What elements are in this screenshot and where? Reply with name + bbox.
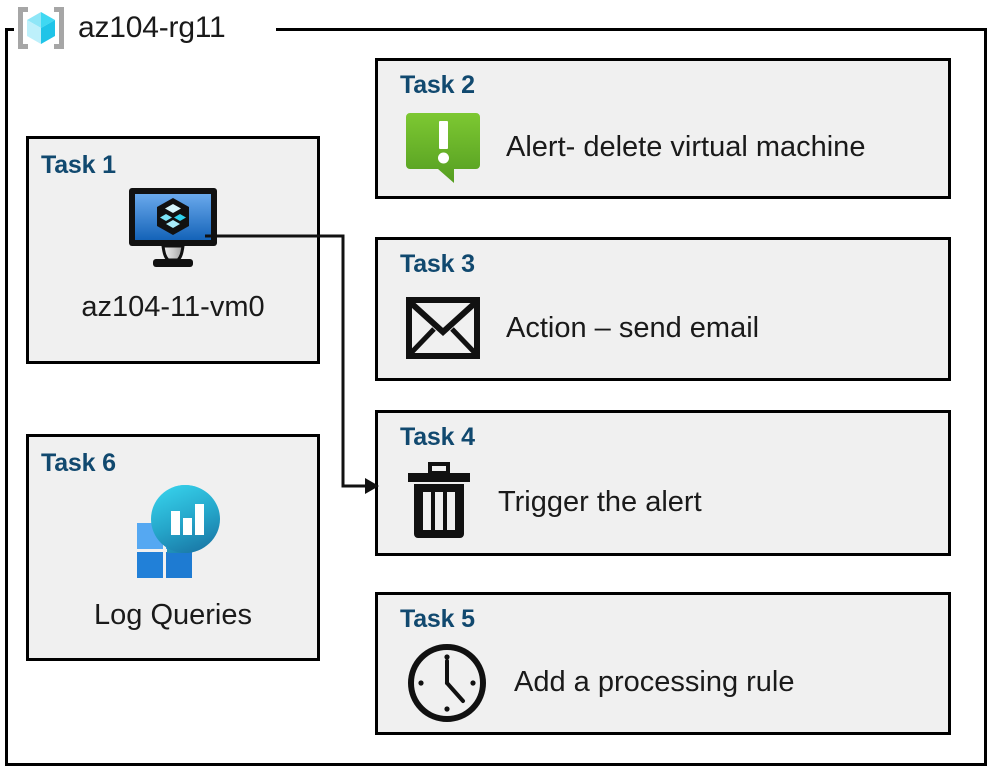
task6-card[interactable]: Task 6 <box>26 434 320 661</box>
task1-label: az104-11-vm0 <box>81 291 265 323</box>
task4-body: Trigger the alert <box>406 457 938 547</box>
resource-group-frame <box>5 28 987 766</box>
task3-card[interactable]: Task 3 Action – send email <box>375 237 951 381</box>
task1-title: Task 1 <box>41 151 116 179</box>
task3-body: Action – send email <box>406 284 938 372</box>
resource-group-header: az104-rg11 <box>10 2 226 54</box>
task2-card[interactable]: Task 2 Alert- delete virtual machine <box>375 58 951 199</box>
task4-label: Trigger the alert <box>498 485 702 518</box>
task2-body: Alert- delete virtual machine <box>406 105 938 190</box>
task3-icon-wrap <box>406 297 480 359</box>
task5-label: Add a processing rule <box>514 666 795 698</box>
task4-title: Task 4 <box>400 423 475 451</box>
task1-body: az104-11-vm0 <box>29 185 317 353</box>
task5-title: Task 5 <box>400 605 475 633</box>
envelope-icon <box>406 297 480 359</box>
task2-icon-wrap <box>406 109 480 187</box>
task5-icon-wrap <box>406 642 488 724</box>
alert-exclamation-icon <box>406 112 480 183</box>
task6-title: Task 6 <box>41 449 116 477</box>
task2-title: Task 2 <box>400 71 475 99</box>
task5-card[interactable]: Task 5 Add a processing rule <box>375 592 951 735</box>
task5-body: Add a processing rule <box>406 639 938 726</box>
log-analytics-icon <box>137 485 220 578</box>
task6-body: Log Queries <box>29 483 317 650</box>
task1-card[interactable]: Task 1 <box>26 136 320 364</box>
task3-title: Task 3 <box>400 250 475 278</box>
task4-card[interactable]: Task 4 Trigger the alert <box>375 410 951 556</box>
task6-label: Log Queries <box>94 599 252 631</box>
resource-group-title-gap <box>14 20 276 38</box>
resource-group-cube-icon <box>18 7 64 49</box>
resource-group-name: az104-rg11 <box>78 11 226 44</box>
task3-label: Action – send email <box>506 311 760 344</box>
task4-icon-wrap <box>406 462 472 542</box>
trash-can-icon <box>408 462 470 538</box>
clock-icon <box>408 643 486 722</box>
virtual-machine-icon <box>129 188 217 267</box>
task2-label: Alert- delete virtual machine <box>506 131 866 163</box>
